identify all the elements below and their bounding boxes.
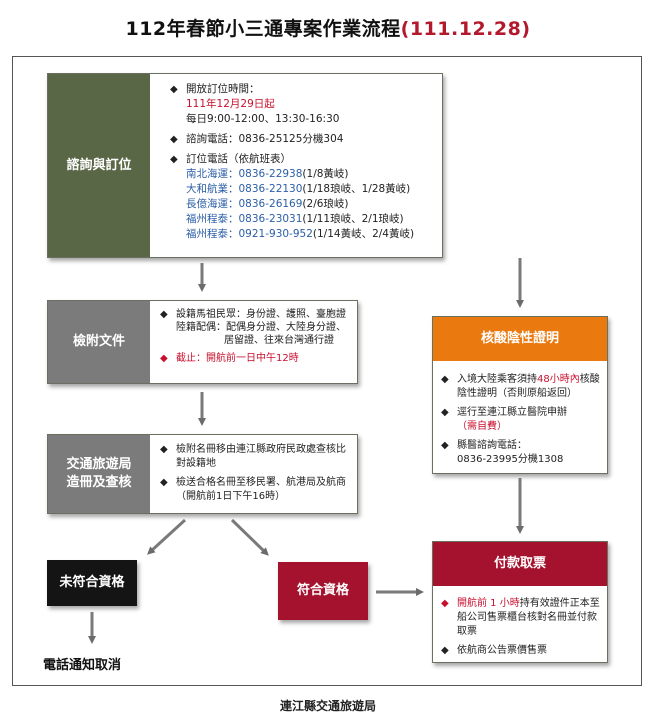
consult-label: 諮詢與訂位 (66, 157, 132, 173)
arrow-to-qualified (230, 518, 269, 556)
bullet-icon: ◆ (160, 477, 168, 488)
documents-item: ◆ 設籍馬祖民眾：身份證、護照、臺胞證 陸籍配偶：配偶身分證、大陸身分證、 居留… (160, 309, 346, 346)
bullet-icon: ◆ (441, 440, 449, 451)
verification-content: ◆ 檢附名冊移由連江縣政府民政處查核比對設籍地 ◆ 檢送合格名冊至移民署、航港局… (160, 443, 352, 509)
bullet-icon: ◆ (441, 374, 449, 385)
consult-header: 諮詢與訂位 (48, 74, 150, 257)
page-title: 112年春節小三通專案作業流程(111.12.28) (125, 18, 531, 40)
open-time-item: ◆ 開放訂位時間： 111年12月29日起 每日9:00-12:00、13:30… (170, 82, 435, 127)
bullet-icon: ◆ (441, 407, 449, 418)
open-date: 111年12月29日起 (186, 98, 275, 110)
cancel-notice: 電話通知取消 (43, 658, 122, 673)
payment-content: ◆ 開航前 1 小時持有效證件正本至船公司售票櫃台核對名冊並付款取票 ◆ 依航商… (441, 597, 603, 663)
bullet-icon: ◆ (160, 444, 168, 455)
pcr-item: ◆ 入境大陸乘客須持48小時內核酸陰性證明（否則原船返回） (441, 374, 600, 399)
documents-content: ◆ 設籍馬祖民眾：身份證、護照、臺胞證 陸籍配偶：配偶身分證、大陸身分證、 居留… (160, 308, 355, 370)
verification-item: ◆ 檢附名冊移由連江縣政府民政處查核比對設籍地 (160, 444, 346, 469)
pcr-item: ◆ 逕行至連江縣立醫院申辦 （需自費） (441, 407, 567, 432)
booking-line: 長億海運：0836-26169(2/6琅岐) (186, 198, 349, 210)
bullet-icon: ◆ (160, 309, 168, 320)
verification-label: 交通旅遊局造冊及查核 (66, 457, 132, 490)
booking-line: 大和航業：0836-22130(1/18琅岐、1/28黃岐) (186, 183, 411, 195)
not-qualified-box: 未符合資格 (47, 560, 137, 606)
flowchart-frame (12, 56, 642, 686)
documents-box: 檢附文件 ◆ 設籍馬祖民眾：身份證、護照、臺胞證 陸籍配偶：配偶身分證、大陸身分… (47, 300, 358, 384)
payment-item: ◆ 開航前 1 小時持有效證件正本至船公司售票櫃台核對名冊並付款取票 (441, 598, 600, 637)
payment-box: 付款取票 ◆ 開航前 1 小時持有效證件正本至船公司售票櫃台核對名冊並付款取票 … (432, 541, 608, 663)
deadline-item: ◆ 截止：開航前一日中午12時 (160, 353, 299, 364)
pcr-header: 核酸陰性證明 (433, 317, 607, 361)
pcr-content: ◆ 入境大陸乘客須持48小時內核酸陰性證明（否則原船返回） ◆ 逕行至連江縣立醫… (441, 373, 603, 472)
open-hours: 每日9:00-12:00、13:30-16:30 (186, 113, 340, 125)
booking-line: 福州程泰：0921-930-952(1/14黃岐、2/4黃岐) (186, 228, 415, 240)
bullet-icon: ◆ (170, 134, 178, 145)
verification-box: 交通旅遊局造冊及查核 ◆ 檢附名冊移由連江縣政府民政處查核比對設籍地 ◆ 檢送合… (47, 434, 358, 514)
payment-label: 付款取票 (493, 556, 546, 571)
footer-credit: 連江縣交通旅遊局 (279, 699, 376, 713)
bullet-icon: ◆ (160, 353, 168, 364)
pcr-label: 核酸陰性證明 (480, 331, 559, 346)
booking-phone-item: ◆ 訂位電話（依航班表） 南北海運：0836-22938(1/8黃岐) 大和航業… (170, 152, 435, 242)
pcr-box: 核酸陰性證明 ◆ 入境大陸乘客須持48小時內核酸陰性證明（否則原船返回） ◆ 逕… (432, 316, 608, 474)
title-date: (111.12.28) (400, 18, 531, 40)
bullet-icon: ◆ (441, 598, 449, 609)
documents-header: 檢附文件 (48, 301, 150, 383)
arrow-to-not-qualified (147, 518, 187, 555)
bullet-icon: ◆ (170, 154, 178, 165)
verification-item: ◆ 檢送合格名冊至移民署、航港局及航商（開航前1日下午16時） (160, 477, 346, 502)
qualified-box: 符合資格 (278, 562, 368, 620)
bullet-icon: ◆ (441, 645, 449, 656)
consult-phone-item: ◆ 諮詢電話：0836-25125分機304 (170, 133, 344, 145)
bullet-icon: ◆ (170, 84, 178, 95)
payment-header: 付款取票 (433, 542, 607, 586)
booking-line: 南北海運：0836-22938(1/8黃岐) (186, 168, 349, 180)
documents-label: 檢附文件 (72, 334, 125, 349)
verification-header: 交通旅遊局造冊及查核 (48, 435, 150, 513)
consult-content: ◆ 開放訂位時間： 111年12月29日起 每日9:00-12:00、13:30… (170, 82, 435, 247)
booking-line: 福州程泰：0836-23031(1/11琅岐、2/1琅岐) (186, 213, 404, 225)
payment-item: ◆ 依航商公告票價售票 (441, 645, 547, 656)
consult-box: 諮詢與訂位 ◆ 開放訂位時間： 111年12月29日起 每日9:00-12:00… (47, 73, 443, 258)
pcr-item: ◆ 縣醫諮詢電話： 0836-23995分機1308 (441, 440, 564, 465)
